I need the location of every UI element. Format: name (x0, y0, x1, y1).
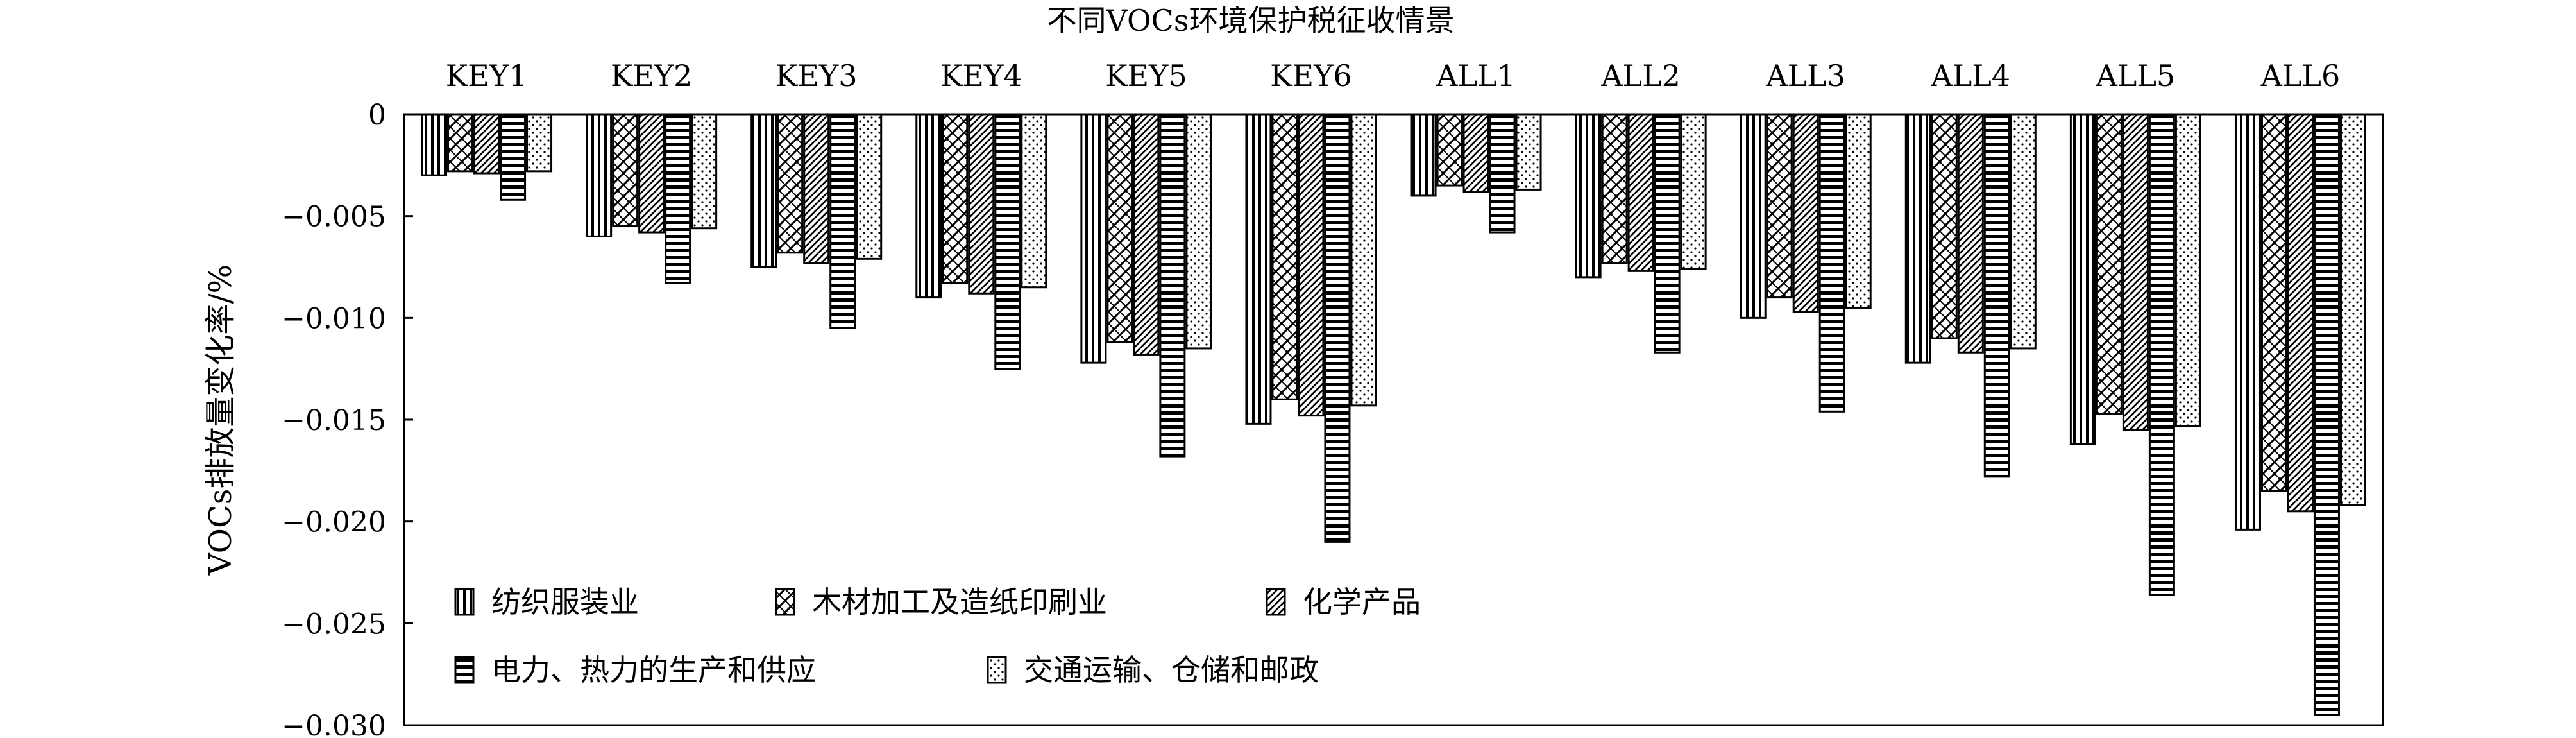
bar-key5-series-3 (1133, 113, 1160, 356)
bar-key3-series-1 (750, 113, 777, 268)
legend-swatch-series-1 (454, 588, 475, 616)
bar-key3-series-4 (829, 113, 856, 329)
bar-all1-series-2 (1436, 113, 1463, 187)
bar-all2-series-4 (1654, 113, 1681, 354)
bar-all6-series-2 (2260, 113, 2287, 492)
bar-all5-series-4 (2148, 113, 2175, 596)
bar-key6-series-5 (1350, 113, 1377, 407)
bar-all6-series-3 (2287, 113, 2314, 513)
bar-all1-series-1 (1410, 113, 1437, 197)
bar-key5-series-2 (1106, 113, 1133, 343)
bar-all6-series-4 (2313, 113, 2340, 716)
y-tick-label: −0.025 (282, 608, 386, 640)
legend-swatch-series-5 (987, 656, 1007, 684)
bar-all3-series-5 (1845, 113, 1872, 309)
category-label-all5: ALL5 (2096, 58, 2176, 93)
bar-key1-series-2 (447, 113, 474, 173)
bar-key1-series-4 (500, 113, 527, 201)
bar-all2-series-1 (1575, 113, 1602, 279)
bar-all2-series-2 (1601, 113, 1628, 264)
bar-all1-series-5 (1515, 113, 1542, 191)
category-label-key2: KEY2 (611, 58, 693, 93)
category-label-key6: KEY6 (1270, 58, 1352, 93)
bar-key2-series-4 (665, 113, 691, 284)
bar-key1-series-1 (421, 113, 448, 176)
category-label-all3: ALL3 (1765, 58, 1845, 93)
y-tick-label: −0.010 (282, 302, 386, 335)
bar-key6-series-2 (1271, 113, 1298, 400)
y-tick-label: −0.015 (282, 404, 386, 437)
legend-swatch-series-2 (775, 588, 795, 616)
bar-key4-series-4 (994, 113, 1021, 370)
category-label-all1: ALL1 (1436, 58, 1516, 93)
bar-all3-series-3 (1792, 113, 1819, 313)
bar-key5-series-5 (1185, 113, 1212, 350)
bar-all2-series-3 (1627, 113, 1654, 272)
bar-key6-series-4 (1324, 113, 1351, 543)
bar-key4-series-5 (1021, 113, 1047, 289)
category-label-all2: ALL2 (1600, 58, 1681, 93)
category-labels: KEY1 KEY2 KEY3 KEY4 KEY5 KEY6 ALL1 ALL2 ALL3 ALL4… (446, 58, 2341, 93)
bar-all5-series-2 (2096, 113, 2123, 415)
bar-key5-series-1 (1080, 113, 1107, 364)
bar-all4-series-5 (2010, 113, 2037, 350)
bar-key4-series-2 (942, 113, 969, 284)
legend-label-series-5: 交通运输、仓储和邮政 (1024, 653, 1319, 687)
bar-key6-series-3 (1298, 113, 1325, 417)
y-axis: 0 −0.005 −0.010 −0.015 −0.020 −0.025 −0.030 (282, 99, 413, 738)
bar-all4-series-2 (1931, 113, 1958, 339)
bar-all5-series-3 (2122, 113, 2149, 431)
y-axis-label: VOCs排放量变化率/% (203, 264, 239, 576)
category-label-key5: KEY5 (1105, 58, 1187, 93)
bar-all3-series-4 (1818, 113, 1845, 413)
legend-label-series-1: 纺织服装业 (491, 585, 639, 619)
y-tick-label: 0 (368, 99, 386, 132)
bar-all2-series-5 (1680, 113, 1707, 270)
y-tick-label: −0.020 (282, 506, 386, 539)
y-tick-label: −0.030 (282, 710, 386, 738)
bar-key4-series-1 (915, 113, 942, 299)
bar-key6-series-1 (1245, 113, 1272, 425)
bar-key1-series-3 (473, 113, 500, 175)
bar-all6-series-1 (2234, 113, 2261, 531)
bar-key3-series-3 (803, 113, 830, 264)
legend-swatch-series-4 (454, 656, 475, 684)
bars-layer (421, 113, 2366, 716)
bar-key2-series-2 (612, 113, 639, 228)
bar-key4-series-3 (968, 113, 995, 295)
bar-all6-series-5 (2339, 113, 2366, 506)
category-label-key1: KEY1 (446, 58, 528, 93)
legend-label-series-4: 电力、热力的生产和供应 (491, 653, 816, 687)
bar-all5-series-5 (2174, 113, 2201, 427)
category-label-key3: KEY3 (775, 58, 858, 93)
bar-all4-series-3 (1957, 113, 1984, 354)
bar-key1-series-5 (526, 113, 553, 173)
bar-key5-series-4 (1159, 113, 1186, 458)
legend-label-series-2: 木材加工及造纸印刷业 (812, 585, 1107, 619)
bar-key3-series-5 (856, 113, 883, 260)
bar-key3-series-2 (777, 113, 804, 254)
bar-all3-series-1 (1740, 113, 1767, 319)
bar-key2-series-1 (586, 113, 613, 237)
bar-all5-series-1 (2069, 113, 2096, 445)
plot-frame (403, 113, 2384, 726)
chart-title: 不同VOCs环境保护税征收情景 (1047, 3, 1455, 38)
bar-all3-series-2 (1766, 113, 1793, 299)
bar-all1-series-3 (1462, 113, 1489, 193)
legend-swatch-series-3 (1266, 588, 1286, 616)
bar-all4-series-1 (1904, 113, 1931, 364)
bar-key2-series-5 (691, 113, 718, 230)
category-label-key4: KEY4 (940, 58, 1022, 93)
bar-all4-series-4 (1983, 113, 2010, 478)
y-tick-label: −0.005 (282, 201, 386, 234)
bar-key2-series-3 (638, 113, 665, 234)
legend-label-series-3: 化学产品 (1303, 585, 1421, 619)
category-label-all4: ALL4 (1930, 58, 2010, 93)
category-label-all6: ALL6 (2260, 58, 2341, 93)
bar-all1-series-4 (1489, 113, 1516, 234)
